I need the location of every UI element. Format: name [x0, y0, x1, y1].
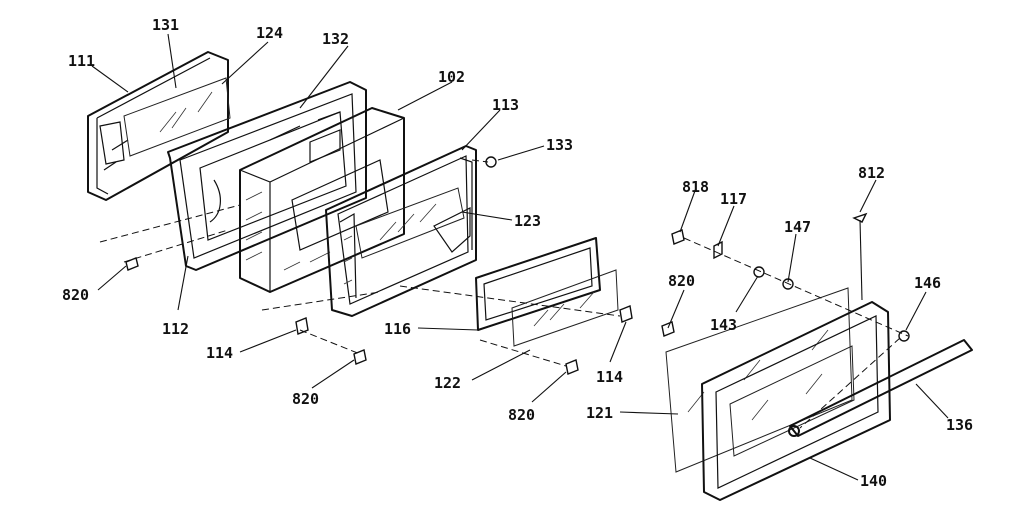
label-143: 143: [710, 316, 737, 334]
label-122: 122: [434, 374, 461, 392]
part-labels: 111 131 124 132 102 113 133 123 818 117 …: [62, 16, 973, 490]
label-136: 136: [946, 416, 973, 434]
glass-retainer-116: [475, 237, 601, 331]
label-117: 117: [720, 190, 747, 208]
label-102: 102: [438, 68, 465, 86]
bracket-114-right: [619, 305, 633, 323]
label-111: 111: [68, 52, 95, 70]
screw-820-center: [565, 359, 579, 375]
nut-143: [753, 266, 765, 278]
label-812: 812: [858, 164, 885, 182]
leader-lines: [91, 33, 949, 481]
label-121: 121: [586, 404, 613, 422]
insulation-box-102: [239, 107, 405, 293]
label-114-right: 114: [596, 368, 623, 386]
window-glass-123: [355, 187, 465, 259]
bracket-114-left: [295, 317, 309, 335]
label-114-left: 114: [206, 344, 233, 362]
spacer-117: [713, 240, 723, 260]
screw-820-left: [125, 257, 139, 271]
label-113: 113: [492, 96, 519, 114]
label-140: 140: [860, 472, 887, 490]
outer-door-frame-140: [701, 301, 891, 501]
screw-818: [671, 229, 685, 245]
assembly-lines: [99, 159, 909, 429]
label-123: 123: [514, 212, 541, 230]
label-133: 133: [546, 136, 573, 154]
label-820-right: 820: [668, 272, 695, 290]
label-147: 147: [784, 218, 811, 236]
door-inner-frame-113: [325, 145, 477, 317]
label-132: 132: [322, 30, 349, 48]
label-112: 112: [162, 320, 189, 338]
inner-door-panel-111: [87, 51, 229, 201]
label-820-left: 820: [62, 286, 89, 304]
label-131: 131: [152, 16, 179, 34]
door-liner-frame-132: [167, 81, 367, 271]
label-820-center: 820: [508, 406, 535, 424]
label-820-bottom: 820: [292, 390, 319, 408]
label-818: 818: [682, 178, 709, 196]
screw-812: [852, 212, 868, 301]
glass-pane-122: [511, 269, 619, 347]
label-116: 116: [384, 320, 411, 338]
screw-820-right: [661, 321, 675, 337]
screw-820-bottom: [353, 349, 367, 365]
label-124: 124: [256, 24, 283, 42]
door-handle-136: [788, 339, 973, 437]
inner-glass-131: [123, 77, 231, 157]
label-146: 146: [914, 274, 941, 292]
